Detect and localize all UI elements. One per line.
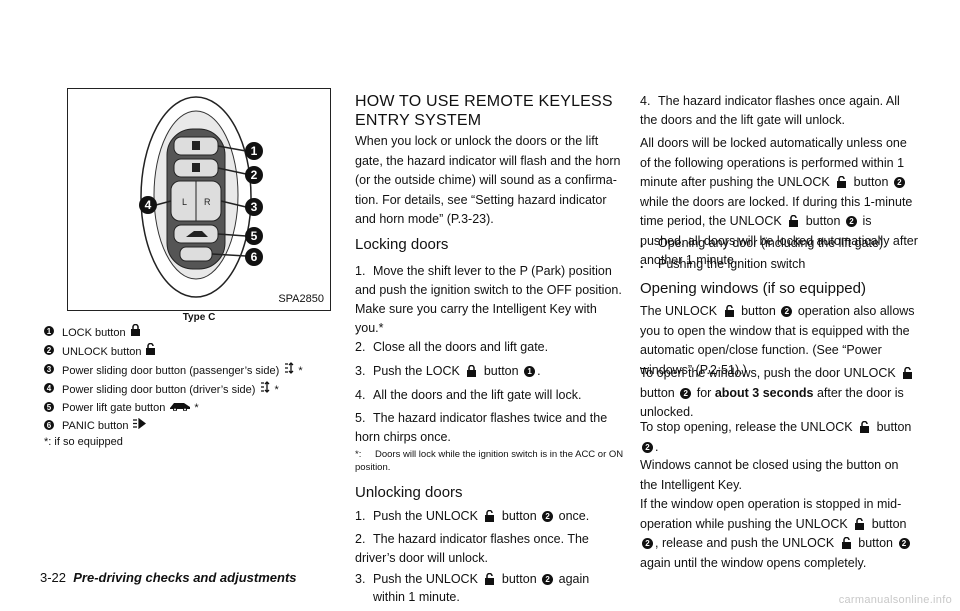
- unlocking-step-3-cont: within 1 minute.: [373, 590, 460, 604]
- callout-4: [139, 196, 157, 214]
- unlock-icon: [485, 573, 495, 585]
- legend-number: 2: [44, 345, 54, 355]
- legend-text: Power sliding door button (passenger’s s…: [62, 365, 280, 377]
- svg-text:6: 6: [251, 250, 258, 264]
- unlock-icon: [860, 421, 870, 433]
- lock-icon: [130, 323, 141, 339]
- unlocking-step-1: 1.Push the UNLOCK button 2 once.: [355, 509, 590, 523]
- callout-1: [245, 142, 263, 160]
- svg-text:5: 5: [251, 229, 258, 243]
- unlocking-heading: Unlocking doors: [355, 484, 463, 501]
- legend-item: 1 LOCK button: [44, 323, 344, 341]
- section-name: Pre-driving checks and adjustments: [73, 570, 297, 585]
- lift-gate-icon: [169, 402, 191, 414]
- unlock-icon: [841, 537, 851, 549]
- locking-step-4: 4.All the doors and the lift gate will l…: [355, 388, 582, 402]
- unlocking-step-2: 2.The hazard indicator flashes once. The…: [355, 532, 589, 565]
- windows-paragraph-5: If the window open operation is stopped …: [640, 495, 918, 573]
- unlock-icon: [485, 510, 495, 522]
- auto-lock-paragraph: All doors will be locked automatically u…: [640, 136, 918, 267]
- unlock-icon: [903, 367, 913, 379]
- auto-lock-bullet-1: .Opening any door (including the lift ga…: [640, 236, 884, 250]
- auto-lock-bullet-2: .Pushing the ignition switch: [640, 257, 806, 271]
- key-fob-figure: L R 1 2 3 4 5 6 SPA2850: [67, 88, 331, 311]
- legend-text: PANIC button: [62, 420, 129, 432]
- legend-number: 3: [44, 364, 54, 374]
- svg-text:2: 2: [251, 168, 258, 182]
- locking-step-1: 1.Move the shift lever to the P (Park) p…: [355, 264, 622, 335]
- legend-text: Power sliding door button (driver’s side…: [62, 384, 256, 396]
- legend-number: 4: [44, 383, 54, 393]
- windows-paragraph-3: To stop opening, release the UNLOCK butt…: [640, 420, 912, 454]
- unlocking-step-3: 3.Push the UNLOCK button 2 again: [355, 572, 590, 586]
- lock-icon: [467, 365, 477, 377]
- unlock-icon: [837, 176, 847, 188]
- intro-paragraph: When you lock or unlock the doors or the…: [355, 134, 621, 226]
- windows-paragraph-1: The UNLOCK button 2 operation also allow…: [640, 304, 915, 377]
- legend-item: 3 Power sliding door button (passenger’s …: [44, 362, 344, 379]
- legend-item: 6 PANIC button: [44, 417, 344, 434]
- sliding-door-icon: [283, 362, 295, 377]
- callout-2: [245, 166, 263, 184]
- page-footer: 3-22 Pre-driving checks and adjustments: [40, 570, 297, 585]
- locking-step-2: 2.Close all the doors and lift gate.: [355, 340, 549, 354]
- legend-note: *: if so equipped: [44, 436, 123, 448]
- legend-text: UNLOCK button: [62, 346, 142, 358]
- legend-number: 5: [44, 402, 54, 412]
- svg-text:1: 1: [251, 144, 258, 158]
- legend-number: 1: [44, 326, 54, 336]
- legend-item: 4 Power sliding door button (driver’s sid…: [44, 381, 344, 398]
- svg-text:4: 4: [145, 198, 152, 212]
- legend-text: LOCK button: [62, 327, 126, 339]
- unlocking-step-4: 4.The hazard indicator flashes once agai…: [640, 94, 900, 127]
- unlock-icon: [789, 215, 799, 227]
- svg-text:R: R: [204, 197, 211, 207]
- callout-6: [245, 248, 263, 266]
- svg-text:L: L: [182, 197, 187, 207]
- figure-caption: Type C: [182, 312, 216, 323]
- locking-heading: Locking doors: [355, 236, 449, 253]
- panic-icon: [132, 417, 147, 432]
- locking-step-3: 3.Push the LOCK button 1.: [355, 364, 541, 378]
- watermark: carmanualsonline.info: [838, 594, 952, 606]
- legend-number: 6: [44, 420, 54, 430]
- page-number: 3-22: [40, 570, 67, 585]
- windows-paragraph-4: Windows cannot be closed using the butto…: [640, 458, 899, 492]
- intelligent-key-illustration: L R 1 2 3 4 5 6: [139, 96, 263, 298]
- windows-heading: Opening windows (if so equipped): [640, 280, 866, 297]
- legend-item: 2 UNLOCK button: [44, 342, 344, 360]
- locking-step-5: 5.The hazard indicator flashes twice and…: [355, 411, 608, 444]
- sliding-door-icon: [259, 381, 271, 396]
- locking-note: *:Doors will lock while the ignition swi…: [355, 449, 624, 473]
- unlock-icon: [855, 517, 865, 530]
- windows-paragraph-2: To open the windows, push the door UNLOC…: [640, 364, 918, 423]
- callout-3: [245, 198, 263, 216]
- figure-code: SPA2850: [278, 293, 324, 305]
- legend-text: Power lift gate button: [62, 402, 166, 414]
- unlock-icon: [724, 305, 734, 317]
- svg-text:3: 3: [251, 200, 258, 214]
- callout-5: [245, 227, 263, 245]
- unlock-icon: [145, 342, 156, 358]
